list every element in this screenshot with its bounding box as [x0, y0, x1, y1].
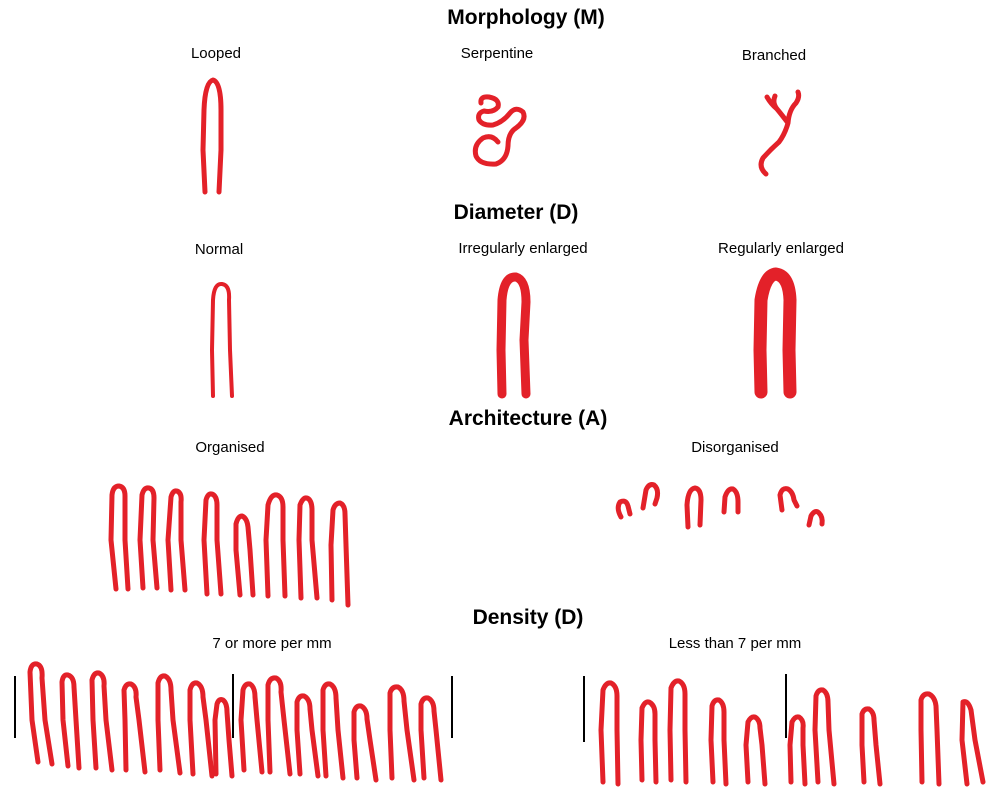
density-capillary	[601, 683, 618, 784]
low-density-capillaries	[584, 674, 983, 784]
density-capillary	[921, 694, 939, 784]
organised-capillary	[266, 495, 285, 596]
density-capillary	[746, 717, 765, 784]
organised-capillary	[140, 488, 157, 588]
disorganised-capillary	[687, 488, 701, 527]
organised-capillary	[331, 503, 348, 605]
density-capillary	[641, 702, 656, 782]
density-capillary	[158, 676, 180, 773]
density-capillary	[711, 700, 726, 784]
density-capillary	[790, 717, 805, 784]
organised-capillaries	[111, 486, 348, 605]
density-capillary	[862, 709, 880, 784]
branched-capillary	[761, 92, 799, 174]
normal-diameter-capillary	[212, 284, 232, 396]
organised-capillary	[299, 498, 317, 598]
density-capillary	[421, 698, 441, 780]
disorganised-capillary	[780, 489, 797, 510]
regularly-enlarged-capillary	[760, 274, 790, 392]
density-capillary	[354, 706, 376, 780]
organised-capillary	[111, 486, 128, 589]
density-capillary	[390, 687, 414, 780]
density-capillary	[92, 673, 112, 770]
density-capillary	[30, 664, 52, 764]
disorganised-capillaries	[618, 485, 822, 527]
organised-capillary	[236, 516, 253, 595]
irregularly-enlarged-capillary	[501, 277, 526, 394]
density-capillary	[962, 702, 983, 784]
density-capillary	[268, 678, 290, 774]
density-capillary	[190, 683, 212, 776]
looped-capillary	[203, 80, 221, 192]
disorganised-capillary	[618, 501, 630, 517]
disorganised-capillary	[809, 512, 822, 525]
density-capillary	[670, 681, 686, 782]
density-capillary	[215, 700, 232, 777]
density-capillary	[323, 684, 343, 778]
organised-capillary	[168, 491, 185, 590]
density-capillary	[241, 684, 262, 772]
disorganised-capillary	[724, 489, 738, 512]
disorganised-capillary	[643, 485, 658, 508]
density-capillary	[62, 675, 79, 768]
high-density-capillaries	[15, 664, 452, 780]
organised-capillary	[204, 494, 221, 594]
density-capillary	[815, 690, 834, 784]
density-capillary	[124, 684, 145, 772]
density-capillary	[297, 696, 318, 776]
serpentine-capillary	[475, 97, 524, 164]
